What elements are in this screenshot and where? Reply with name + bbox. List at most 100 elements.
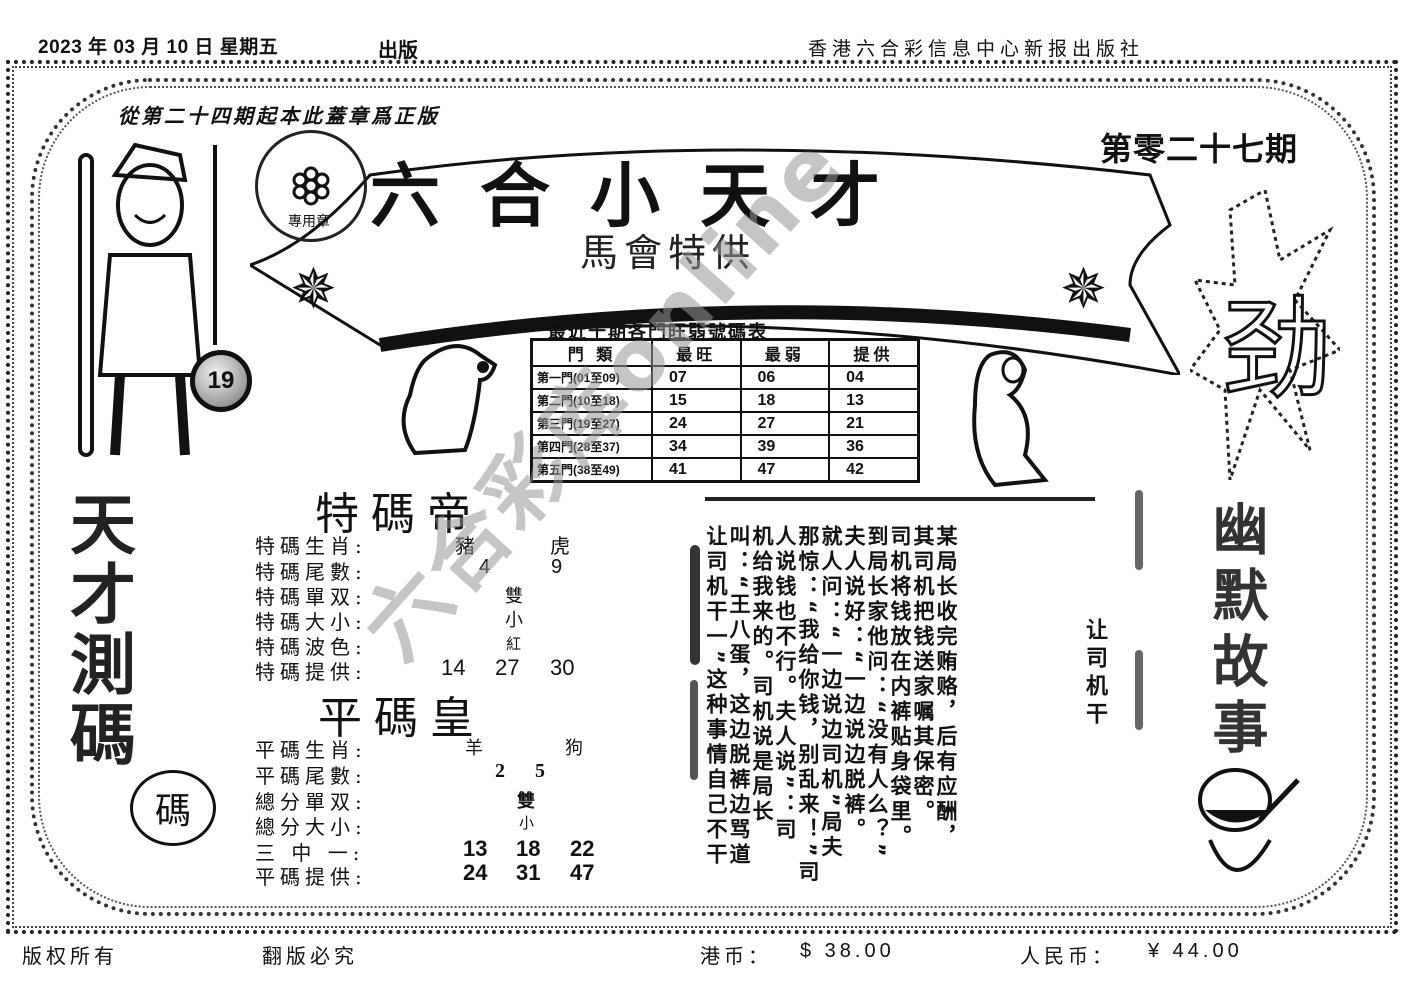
code-badge-char: 碼	[154, 791, 191, 832]
story-column: 夫人说好：“一边说边脱裤。	[842, 525, 866, 843]
table-row: 第五門(38至49) 41 47 42	[530, 457, 920, 483]
weakest-value: 39	[739, 434, 831, 459]
special-zodiac-value-1: 豬	[455, 534, 475, 558]
table-row: 第三門(19至27) 24 27 21	[530, 411, 920, 436]
compass-star-icon: ✵	[290, 257, 337, 322]
rounded-dotted-border	[30, 78, 1376, 916]
total-odd-even-label: 總分單双:	[255, 790, 367, 814]
normal-provide-value-1: 24	[463, 860, 488, 885]
story-column: 其司机把钱送家嘱其保密。	[911, 525, 935, 825]
door-range: 第五門(38至49)	[530, 457, 653, 483]
door-range: 第四門(28至37)	[530, 434, 653, 459]
strongest-value: 41	[651, 457, 742, 483]
lucky-number-ball: 19	[190, 350, 252, 412]
normal-provide-label: 平碼提供:	[255, 865, 367, 889]
outer-dotted-border	[6, 60, 1398, 934]
story-column: 到局长家他问：“没有人么？”	[865, 525, 889, 861]
three-hit-one-label: 三 中 一:	[255, 841, 365, 865]
starburst-icon	[1190, 190, 1340, 480]
col-weakest: 最弱	[739, 338, 831, 367]
special-tail-value-1: 4	[479, 556, 491, 578]
story-column: 机给我来的。司机说是局长	[750, 525, 774, 825]
stamp-center-text: 專用章	[288, 214, 330, 230]
normal-tail-value-2: 5	[535, 760, 545, 782]
rmb-price: ¥ 44.00	[1148, 940, 1243, 962]
special-zodiac-value-2: 虎	[550, 534, 570, 558]
door-range: 第三門(19至27)	[530, 411, 653, 436]
weakest-value: 06	[739, 365, 831, 390]
special-color-label: 特碼波色:	[255, 635, 367, 659]
story-text: 某局长收完贿赂，后有应酬， 其司机把钱送家嘱其保密。 司机将钱放在内裤贴身袋里。…	[704, 525, 958, 886]
brush-stroke-decoration	[690, 545, 700, 665]
brush-stroke-decoration	[1135, 490, 1143, 570]
strongest-value: 34	[651, 434, 742, 459]
hunter-cartoon-icon	[78, 142, 217, 457]
rmb-price-label: 人民币：	[1020, 944, 1116, 968]
burst-character: 劲	[1221, 285, 1334, 416]
weakest-value: 27	[739, 411, 831, 436]
story-column: 让司机干一”这种事情自己不干	[704, 525, 728, 868]
brush-stroke-decoration	[690, 680, 698, 780]
story-column: 叫：“王八蛋，这边脱裤边骂道	[727, 525, 751, 868]
story-side-note: 让司机干	[1082, 618, 1107, 730]
weakest-value: 47	[739, 457, 831, 483]
door-numbers-table: 門 類 最旺 最弱 提供 第一門(01至09) 07 06 04 第二門(10至…	[530, 338, 920, 483]
special-odd-even-label: 特碼單双:	[255, 585, 367, 609]
pig-zodiac-icon	[401, 344, 498, 456]
provide-value: 36	[828, 434, 920, 459]
special-provide-value-2: 27	[495, 655, 520, 680]
strongest-value: 24	[651, 411, 742, 436]
brush-stroke-decoration	[705, 497, 1095, 501]
provide-value: 04	[828, 365, 920, 390]
normal-zodiac-label: 平碼生肖:	[255, 738, 367, 762]
authenticity-notice: 從第二十四期起本此蓋章爲正版	[118, 104, 440, 128]
normal-tail-label: 平碼尾數:	[255, 764, 367, 788]
story-column: 某局长收完贿赂，后有应酬，	[934, 525, 958, 850]
story-column: 司机将钱放在内裤贴身袋里。	[888, 525, 912, 850]
banner-title: 六合小天才	[370, 154, 920, 237]
normal-zodiac-value-1: 羊	[465, 738, 483, 759]
normal-code-title: 平碼皇	[318, 693, 486, 744]
provide-value: 13	[828, 388, 920, 413]
strongest-value: 15	[651, 388, 742, 413]
special-zodiac-label: 特碼生肖:	[255, 534, 367, 558]
issue-number: 第零二十七期	[1100, 130, 1299, 168]
special-size-label: 特碼大小:	[255, 610, 367, 634]
normal-provide-value-2: 31	[516, 860, 541, 885]
door-range: 第二門(10至18)	[530, 388, 653, 413]
provide-value: 21	[828, 411, 920, 436]
flower-seal-icon	[292, 166, 330, 206]
outer-dotted-border-inner	[12, 66, 1392, 928]
col-door: 門 類	[530, 338, 653, 367]
publish-label: 出版	[378, 38, 418, 62]
code-badge: 碼	[130, 770, 216, 846]
table-header-row: 門 類 最旺 最弱 提供	[530, 338, 920, 367]
special-size-value: 小	[505, 610, 523, 631]
table-row: 第二門(10至18) 15 18 13	[530, 388, 920, 413]
special-tail-value-2: 9	[551, 556, 563, 578]
hkd-price-label: 港币：	[700, 944, 772, 968]
right-brush-title: 幽默故事	[1203, 500, 1269, 764]
total-size-value: 小	[519, 814, 535, 832]
normal-provide-value-3: 47	[570, 860, 595, 885]
table-row: 第四門(28至37) 34 39 36	[530, 434, 920, 459]
special-provide-value-3: 30	[550, 655, 575, 680]
special-color-value: 紅	[506, 635, 522, 653]
total-odd-even-value: 雙	[517, 791, 535, 812]
rounded-dotted-border-inner	[38, 86, 1368, 908]
monkey-zodiac-icon	[972, 350, 1049, 488]
left-brush-title: 天才測碼	[59, 490, 137, 770]
provide-value: 42	[828, 457, 920, 483]
col-strongest: 最旺	[651, 338, 742, 367]
warrior-cartoon-icon	[1198, 768, 1300, 872]
publish-date: 2023 年 03 月 10 日 星期五	[38, 37, 279, 58]
compass-star-icon: ✵	[1060, 257, 1107, 322]
total-size-label: 總分大小:	[255, 815, 367, 839]
banner-subtitle: 馬會特供	[580, 231, 757, 275]
normal-zodiac-value-2: 狗	[565, 738, 583, 759]
story-column: 那惊：“我给你钱，别乱来！”司	[796, 525, 820, 886]
special-odd-even-value: 雙	[505, 586, 523, 607]
three-hit-one-value-3: 22	[570, 836, 595, 861]
strongest-value: 07	[651, 365, 742, 390]
special-provide-label: 特碼提供:	[255, 660, 367, 684]
